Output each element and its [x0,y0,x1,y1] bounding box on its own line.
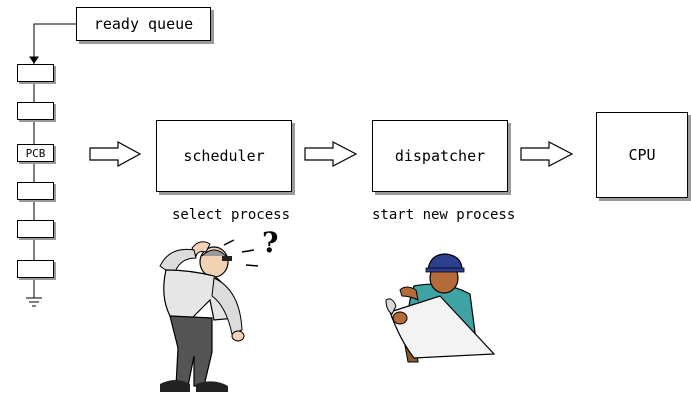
queue-slot [17,182,54,200]
dispatcher-label: dispatcher [394,147,486,165]
cpu-label: CPU [628,146,656,164]
dispatcher-box: dispatcher [372,120,508,192]
queue-slot [17,102,54,120]
cpu-box: CPU [596,112,688,198]
arrow-dispatcher-to-cpu [520,141,574,167]
ready-queue-text: ready queue [93,15,194,33]
pcb-label: PCB [25,146,46,160]
question-mark: ? [262,226,279,259]
scheduler-caption: select process [172,207,291,223]
scheduler-box: scheduler [156,120,292,192]
queue-slot-pcb: PCB [17,144,54,162]
queue-slot [17,64,54,82]
scheduler-label: scheduler [183,147,265,165]
thinking-man-figure [159,239,259,392]
arrow-queue-to-scheduler [89,140,142,168]
arrow-scheduler-to-dispatcher [304,141,358,167]
queue-slot [17,260,54,278]
worker-figure [385,253,496,363]
dispatcher-caption: start new process [372,207,516,223]
ready-queue-label: ready queue [76,7,211,41]
queue-connector [26,23,76,307]
queue-slot [17,220,54,238]
